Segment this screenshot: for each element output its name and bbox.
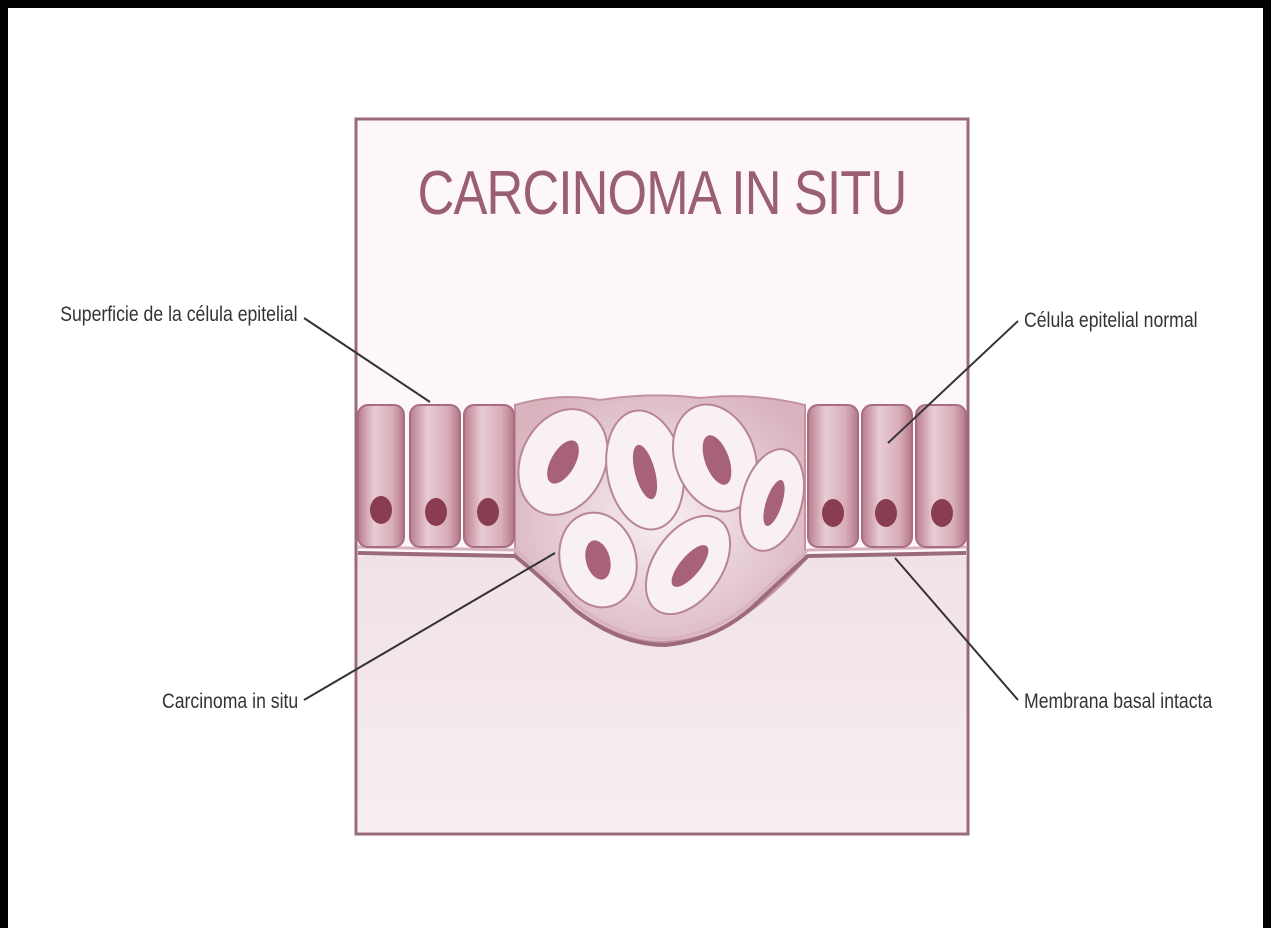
diagram-title: CARCINOMA IN SITU	[411, 158, 913, 229]
cell-nucleus	[875, 499, 897, 527]
cell-nucleus	[931, 499, 953, 527]
label-normal-cell: Célula epitelial normal	[1024, 309, 1198, 333]
normal-cells-left	[358, 405, 514, 547]
label-basement-membrane: Membrana basal intacta	[1024, 690, 1212, 714]
epithelial-cell	[358, 405, 404, 547]
label-carcinoma: Carcinoma in situ	[162, 690, 298, 714]
cell-nucleus	[477, 498, 499, 526]
label-surface: Superficie de la célula epitelial	[61, 303, 298, 327]
cell-nucleus	[822, 499, 844, 527]
cell-nucleus	[425, 498, 447, 526]
normal-cells-right	[808, 405, 966, 547]
cell-nucleus	[370, 496, 392, 524]
